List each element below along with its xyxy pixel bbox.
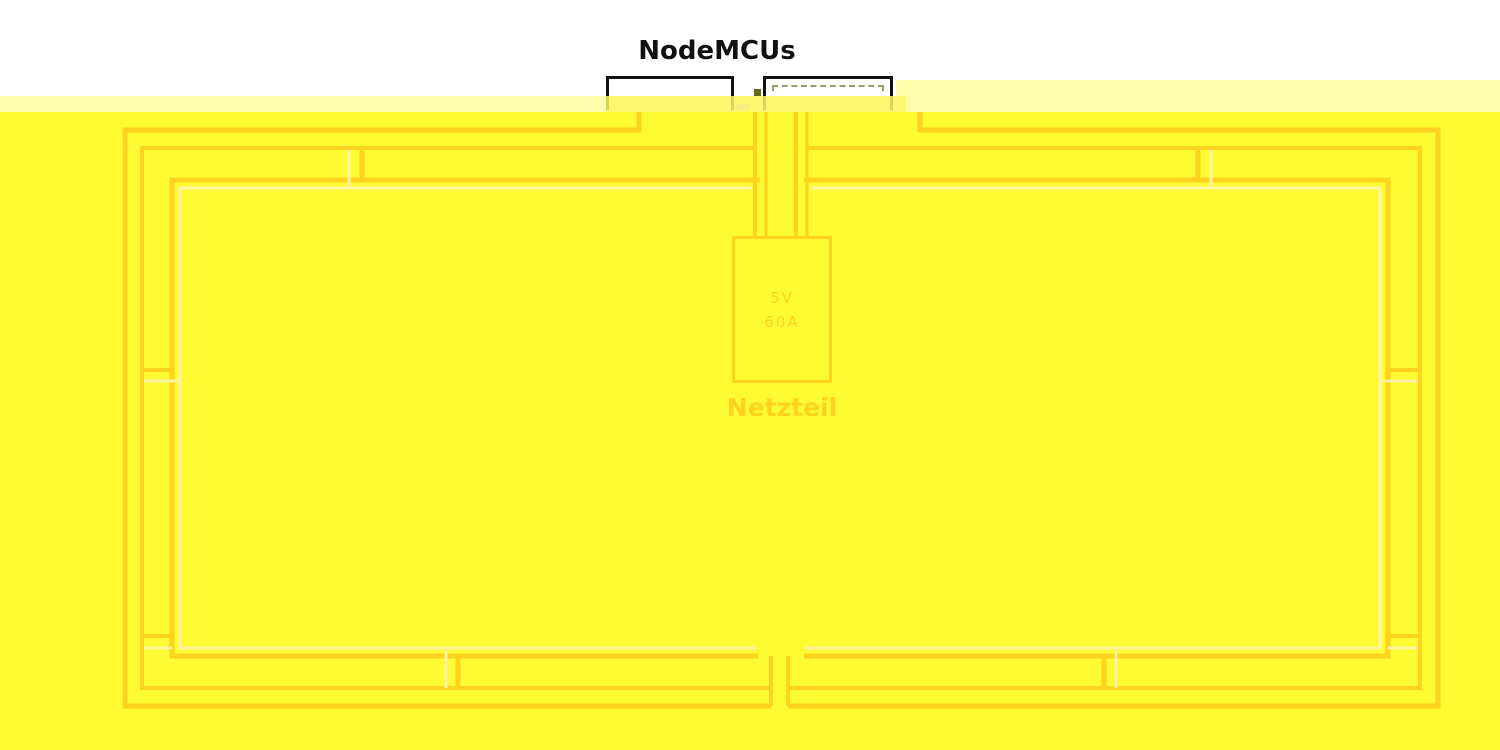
led-strip-left <box>178 186 756 650</box>
nodemcu-board-left <box>606 76 734 110</box>
inner-wire-left <box>169 177 760 659</box>
nodemcu-led <box>754 89 761 96</box>
nodemcu-header-pins <box>772 85 884 91</box>
outer-wire-left <box>122 112 771 709</box>
nodemcu-pin <box>736 104 750 110</box>
diagram-background <box>0 96 1500 750</box>
nodemcus-title: NodeMCUs <box>638 36 796 66</box>
power-supply-current: 60A <box>764 312 800 331</box>
power-supply-box: 5V 60A <box>732 236 832 383</box>
top-wash-band-right <box>896 80 1500 96</box>
power-supply-label: Netzteil <box>726 393 838 422</box>
nodemcu-board-right <box>754 76 893 110</box>
nodemcu-overlay <box>606 96 906 112</box>
inner-wire-right <box>804 177 1391 659</box>
power-supply-voltage: 5V <box>770 288 794 307</box>
led-strip-right <box>804 186 1382 650</box>
outer-wire-right <box>788 112 1441 709</box>
middle-wire-left <box>140 146 771 690</box>
middle-wire-right <box>790 146 1422 690</box>
